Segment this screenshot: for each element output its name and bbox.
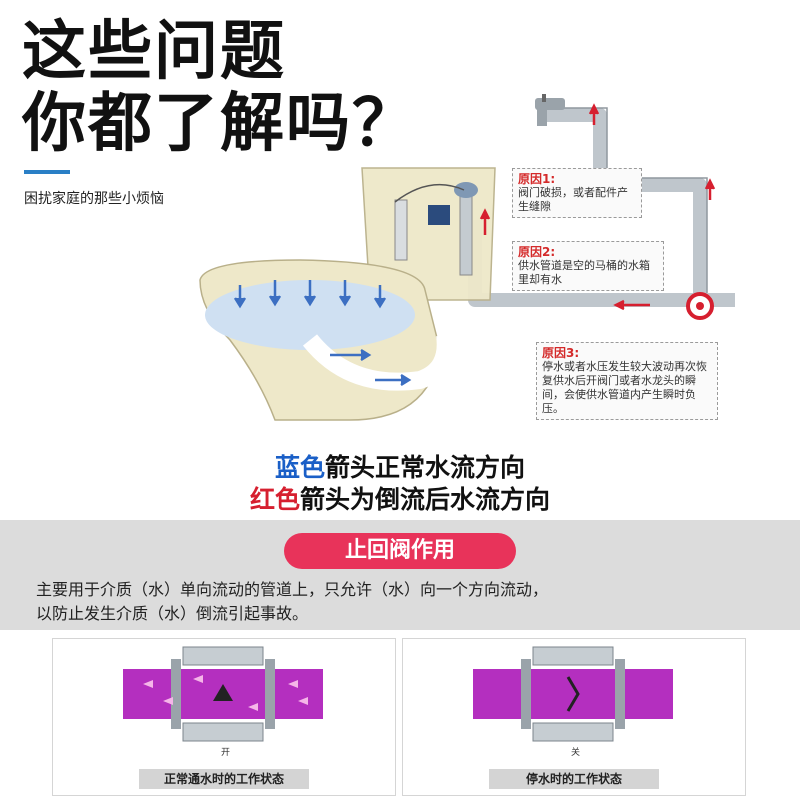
subtitle: 困扰家庭的那些小烦恼 <box>24 191 164 207</box>
callout-reason-2: 原因2: 供水管道是空的马桶的水箱里却有水 <box>512 241 664 291</box>
legend-red: 红色箭头为倒流后水流方向 <box>0 480 800 516</box>
callout-reason-3: 原因3: 停水或者水压发生较大波动再次恢复供水后开阀门或者水龙头的瞬间，会使供水… <box>536 342 718 420</box>
panel-open-caption: 正常通水时的工作状态 <box>139 769 309 789</box>
panel-closed-state: 关 停水时的工作状态 <box>402 638 746 796</box>
callout-title: 原因3: <box>542 346 580 360</box>
accent-bar <box>24 170 70 174</box>
check-valve-open-diagram <box>123 646 323 742</box>
check-valve-desc-line2: 以防止发生介质（水）倒流引起事故。 <box>36 604 309 623</box>
callout-text: 供水管道是空的马桶的水箱里却有水 <box>518 259 650 286</box>
page-title-line1: 这些问题 <box>22 15 286 89</box>
check-valve-closed-diagram <box>473 646 673 742</box>
toilet-tank <box>361 167 496 301</box>
legend-blue: 蓝色箭头正常水流方向 <box>0 448 800 484</box>
blue-flow-arrows <box>233 280 412 387</box>
toilet-plumbing-illustration <box>199 94 735 421</box>
legend-blue-text: 箭头正常水流方向 <box>325 453 526 482</box>
callout-text: 阀门破损，或者配件产生缝隙 <box>518 186 628 213</box>
state-closed-label: 关 <box>571 748 581 758</box>
panel-closed-caption: 停水时的工作状态 <box>489 769 659 789</box>
check-valve-desc-line1: 主要用于介质（水）单向流动的管道上，只允许（水）向一个方向流动， <box>36 580 549 599</box>
faucet-icon <box>535 94 565 126</box>
page-title-line2: 你都了解吗？ <box>22 87 418 161</box>
state-open-label: 开 <box>221 748 231 758</box>
red-backflow-arrows <box>479 103 716 311</box>
callout-text: 停水或者水压发生较大波动再次恢复供水后开阀门或者水龙头的瞬间，会使供水管道内产生… <box>542 360 707 415</box>
panel-open-state: 开 正常通水时的工作状态 <box>52 638 396 796</box>
toilet-bowl <box>199 259 455 421</box>
legend-red-text: 箭头为倒流后水流方向 <box>300 485 551 514</box>
callout-title: 原因2: <box>518 245 556 259</box>
callout-reason-1: 原因1: 阀门破损，或者配件产生缝隙 <box>512 168 642 218</box>
valve-wheel-icon <box>686 292 714 320</box>
legend-blue-word: 蓝色 <box>274 453 325 482</box>
callout-title: 原因1: <box>518 172 556 186</box>
legend-red-word: 红色 <box>249 485 300 514</box>
check-valve-title-badge: 止回阀作用 <box>284 533 516 569</box>
